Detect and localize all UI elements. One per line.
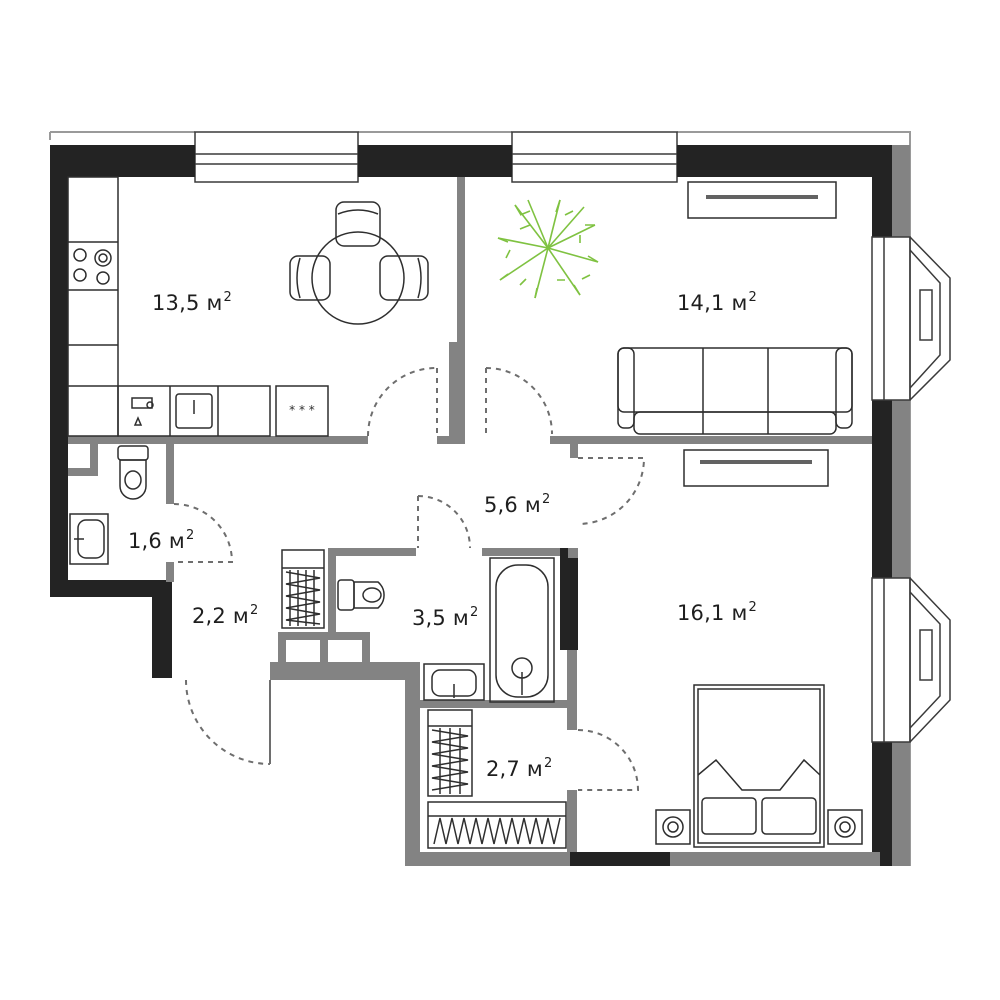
- hob-icon: [73, 248, 112, 285]
- sink-icon-bath: [423, 663, 485, 701]
- area-label-bedroom: 16,1 м2: [677, 600, 757, 625]
- bathtub: [489, 557, 555, 703]
- area-label-entry: 2,2 м2: [192, 603, 258, 628]
- area-unit: м: [731, 601, 748, 625]
- interior-walls: [68, 177, 872, 866]
- toilet-icon-bath: [337, 579, 385, 611]
- area-unit: м: [524, 493, 541, 517]
- bay-window-living: [871, 236, 951, 401]
- area-unit-power: 2: [469, 605, 479, 620]
- area-label-bathroom: 3,5 м2: [412, 605, 478, 630]
- area-unit-power: 2: [748, 290, 757, 305]
- area-unit-power: 2: [223, 290, 232, 305]
- kitchen-counter: [67, 176, 329, 437]
- area-unit: м: [206, 291, 223, 315]
- area-label-closet: 2,7 м2: [486, 756, 552, 781]
- area-unit-power: 2: [249, 603, 259, 618]
- area-unit-power: 2: [185, 528, 195, 543]
- wardrobe-closet-vertical: [427, 709, 473, 797]
- sink-icon-wc: [69, 513, 109, 565]
- window-top-living: [511, 131, 678, 183]
- area-unit-power: 2: [748, 600, 757, 615]
- area-unit: м: [526, 757, 543, 781]
- area-value: 3,5: [412, 606, 446, 630]
- exterior-walls-grey: [405, 145, 910, 866]
- area-unit: м: [452, 606, 469, 630]
- area-value: 2,7: [486, 757, 520, 781]
- area-value: 1,6: [128, 529, 162, 553]
- wardrobe-closet-horizontal: [427, 801, 567, 849]
- area-value: 5,6: [484, 493, 518, 517]
- toilet-icon-wc: [117, 445, 149, 500]
- dishwasher-icon: [131, 397, 154, 426]
- area-label-living: 14,1 м2: [677, 290, 757, 315]
- window-top-kitchen: [194, 131, 359, 183]
- area-unit: м: [232, 604, 249, 628]
- area-unit-power: 2: [543, 756, 553, 771]
- area-label-wc: 1,6 м2: [128, 528, 194, 553]
- area-unit: м: [168, 529, 185, 553]
- oven-icon: * * *: [289, 403, 315, 417]
- area-value: 14,1: [677, 291, 725, 315]
- area-unit: м: [731, 291, 748, 315]
- bay-window-bedroom: [871, 577, 951, 743]
- area-label-kitchen: 13,5 м2: [152, 290, 232, 315]
- outer-outline: [49, 131, 911, 866]
- kitchen-sink-icon: [175, 393, 213, 429]
- area-value: 16,1: [677, 601, 725, 625]
- double-bed: [655, 684, 863, 848]
- exterior-walls: [50, 145, 892, 866]
- plant-icon: [497, 199, 599, 299]
- area-unit-power: 2: [541, 492, 551, 507]
- wardrobe-entry: [281, 549, 325, 629]
- area-value: 2,2: [192, 604, 226, 628]
- area-label-hall: 5,6 м2: [484, 492, 550, 517]
- tv-stand-bedroom: [683, 449, 829, 487]
- svg-text:* * *: * * *: [289, 403, 315, 417]
- door-swings: [173, 367, 646, 791]
- sofa: [617, 347, 853, 435]
- dining-table: [289, 201, 429, 325]
- tv-stand-living: [687, 181, 837, 219]
- area-value: 13,5: [152, 291, 200, 315]
